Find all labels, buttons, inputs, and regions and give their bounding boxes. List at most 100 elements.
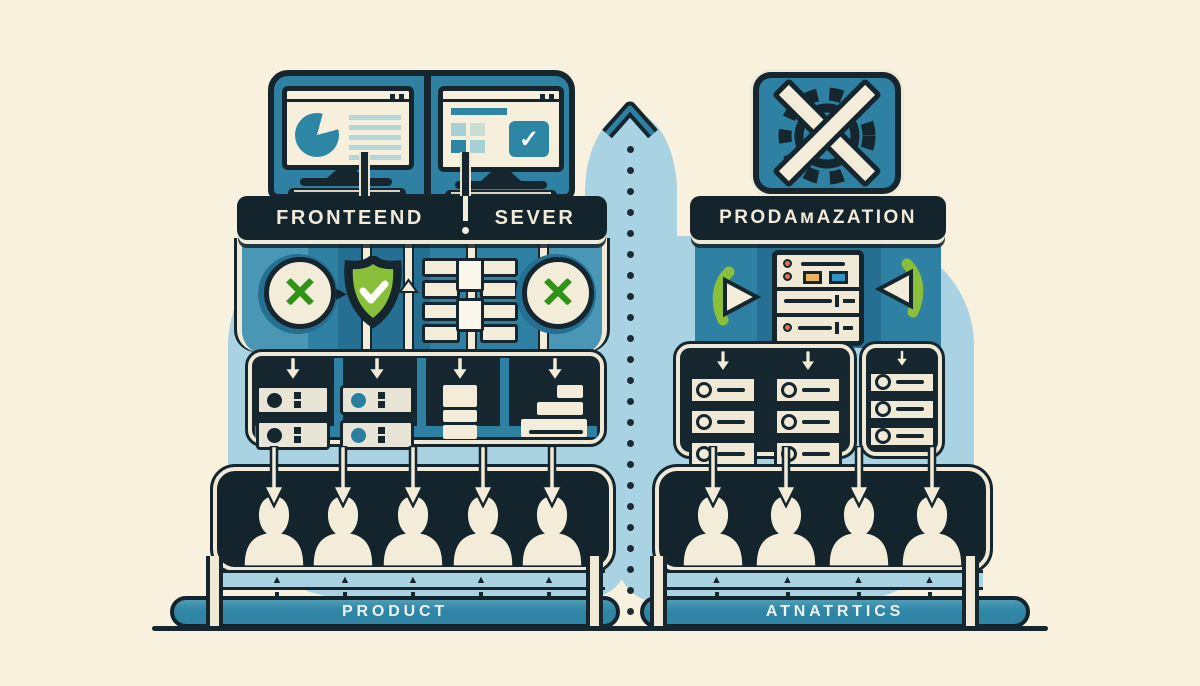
up-arrowhead-icon bbox=[398, 278, 419, 293]
down-arrow-icon bbox=[701, 446, 726, 508]
down-arrow-icon bbox=[544, 357, 566, 383]
stair-bars-icon bbox=[519, 385, 591, 437]
divider-dot bbox=[627, 440, 634, 447]
right-bottom-label: ATNATRTICS bbox=[765, 603, 905, 620]
checkmark-badge: ✓ bbox=[509, 121, 549, 157]
down-arrow-icon bbox=[470, 446, 495, 508]
divider-dot bbox=[627, 188, 634, 195]
server-row-icon bbox=[773, 376, 842, 404]
titlebar-dot bbox=[399, 94, 404, 99]
down-arrow-icon bbox=[261, 446, 286, 508]
right-flow-panel bbox=[695, 238, 941, 374]
swoosh-arrow-right-icon bbox=[712, 266, 762, 326]
monitor-titlebar bbox=[287, 91, 409, 102]
column-blocks-icon bbox=[443, 385, 477, 439]
check-icon: ✓ bbox=[518, 125, 540, 153]
down-arrow-icon bbox=[774, 446, 799, 508]
divider-dot bbox=[627, 251, 634, 258]
connector-line bbox=[462, 152, 469, 198]
down-arrow-icon bbox=[797, 350, 818, 374]
divider-dot bbox=[627, 524, 634, 531]
server-row-icon bbox=[868, 424, 936, 448]
keyboard-icon bbox=[288, 188, 406, 199]
divider-dot bbox=[627, 566, 634, 573]
person-icon bbox=[902, 496, 961, 566]
tower-line bbox=[798, 326, 832, 330]
monitor-base bbox=[455, 181, 547, 189]
right-header-bar: PRODAᴍAZATION bbox=[690, 196, 946, 240]
divider-dot bbox=[627, 230, 634, 237]
monitor-stand bbox=[481, 172, 521, 181]
panel-bottom-strip bbox=[255, 426, 597, 437]
led-dot bbox=[783, 259, 792, 268]
keyboard-icon bbox=[445, 190, 557, 201]
monitor-pie-chart bbox=[282, 86, 414, 170]
frame-leg bbox=[962, 556, 979, 626]
caret-up-icon: ▲ bbox=[339, 574, 351, 586]
caret-up-icon: ▲ bbox=[543, 574, 555, 586]
down-arrow-icon bbox=[919, 446, 944, 508]
server-row-icon bbox=[688, 408, 757, 436]
server-unit-icon bbox=[340, 385, 414, 415]
down-arrow-icon bbox=[712, 350, 733, 374]
person-icon bbox=[756, 496, 816, 566]
tower-tick bbox=[835, 322, 839, 334]
frame-leg bbox=[586, 556, 603, 626]
server-tower-icon bbox=[772, 250, 864, 346]
screen-topbar bbox=[451, 108, 507, 115]
divider-dot bbox=[627, 419, 634, 426]
down-arrow-icon bbox=[366, 357, 388, 383]
x-mark-icon: ✕ bbox=[282, 269, 318, 316]
left-bottom-label: PRODUCT bbox=[342, 603, 448, 620]
header-divider-dot bbox=[462, 227, 469, 234]
connector-line bbox=[361, 152, 368, 198]
divider-dot bbox=[627, 461, 634, 468]
frame-leg bbox=[206, 556, 223, 626]
server-unit-icon bbox=[256, 385, 330, 415]
chevron-right-icon: ▸ bbox=[336, 280, 348, 305]
divider-dot bbox=[627, 209, 634, 216]
server-row-icon bbox=[688, 376, 757, 404]
blue-square bbox=[829, 271, 848, 284]
led-dot bbox=[783, 272, 792, 281]
connector-line bbox=[405, 238, 412, 352]
tower-line bbox=[784, 299, 832, 303]
left-monitors-panel: ✓ bbox=[268, 70, 575, 201]
titlebar-dot bbox=[390, 94, 395, 99]
left-header-label-frontend: FRONTEEND bbox=[276, 206, 424, 229]
divider-dot bbox=[627, 587, 634, 594]
database-stack-icon bbox=[422, 258, 518, 343]
caret-up-icon: ▲ bbox=[711, 574, 722, 586]
left-caret-row: ▲▲▲▲▲ bbox=[221, 573, 605, 587]
connector-line bbox=[468, 238, 475, 352]
left-bottom-strip: ▲▲▲▲▲ bbox=[221, 570, 605, 590]
right-people-arrows bbox=[655, 444, 990, 508]
tower-line bbox=[843, 299, 855, 303]
amber-square bbox=[803, 271, 822, 284]
divider-dot bbox=[627, 398, 634, 405]
divider-arrow-icon bbox=[602, 101, 658, 139]
caret-up-icon: ▲ bbox=[853, 574, 864, 586]
person-icon bbox=[383, 496, 443, 566]
left-header-label-server: SEVER bbox=[494, 206, 576, 229]
frame-leg bbox=[650, 556, 667, 626]
titlebar-dot bbox=[549, 94, 554, 99]
divider-dot bbox=[627, 503, 634, 510]
divider-dot bbox=[627, 272, 634, 279]
right-bottom-strip: ▲▲▲▲ bbox=[663, 570, 983, 590]
person-icon bbox=[453, 496, 512, 566]
divider-dot bbox=[627, 377, 634, 384]
down-arrow-icon bbox=[331, 446, 356, 508]
down-arrow-icon bbox=[282, 357, 304, 383]
gear-crossed-panel bbox=[753, 72, 901, 194]
x-circle-icon: ✕ bbox=[522, 257, 594, 329]
x-mark-icon: ✕ bbox=[540, 269, 576, 316]
monitor-panel-divider bbox=[424, 70, 431, 200]
database-center-cell bbox=[456, 298, 484, 332]
person-icon bbox=[684, 496, 743, 566]
left-flow-panel: ✕ ▸ ◂ bbox=[237, 238, 607, 352]
server-row-icon bbox=[688, 440, 757, 468]
caret-up-icon: ▲ bbox=[475, 574, 487, 586]
divider-dot bbox=[627, 167, 634, 174]
